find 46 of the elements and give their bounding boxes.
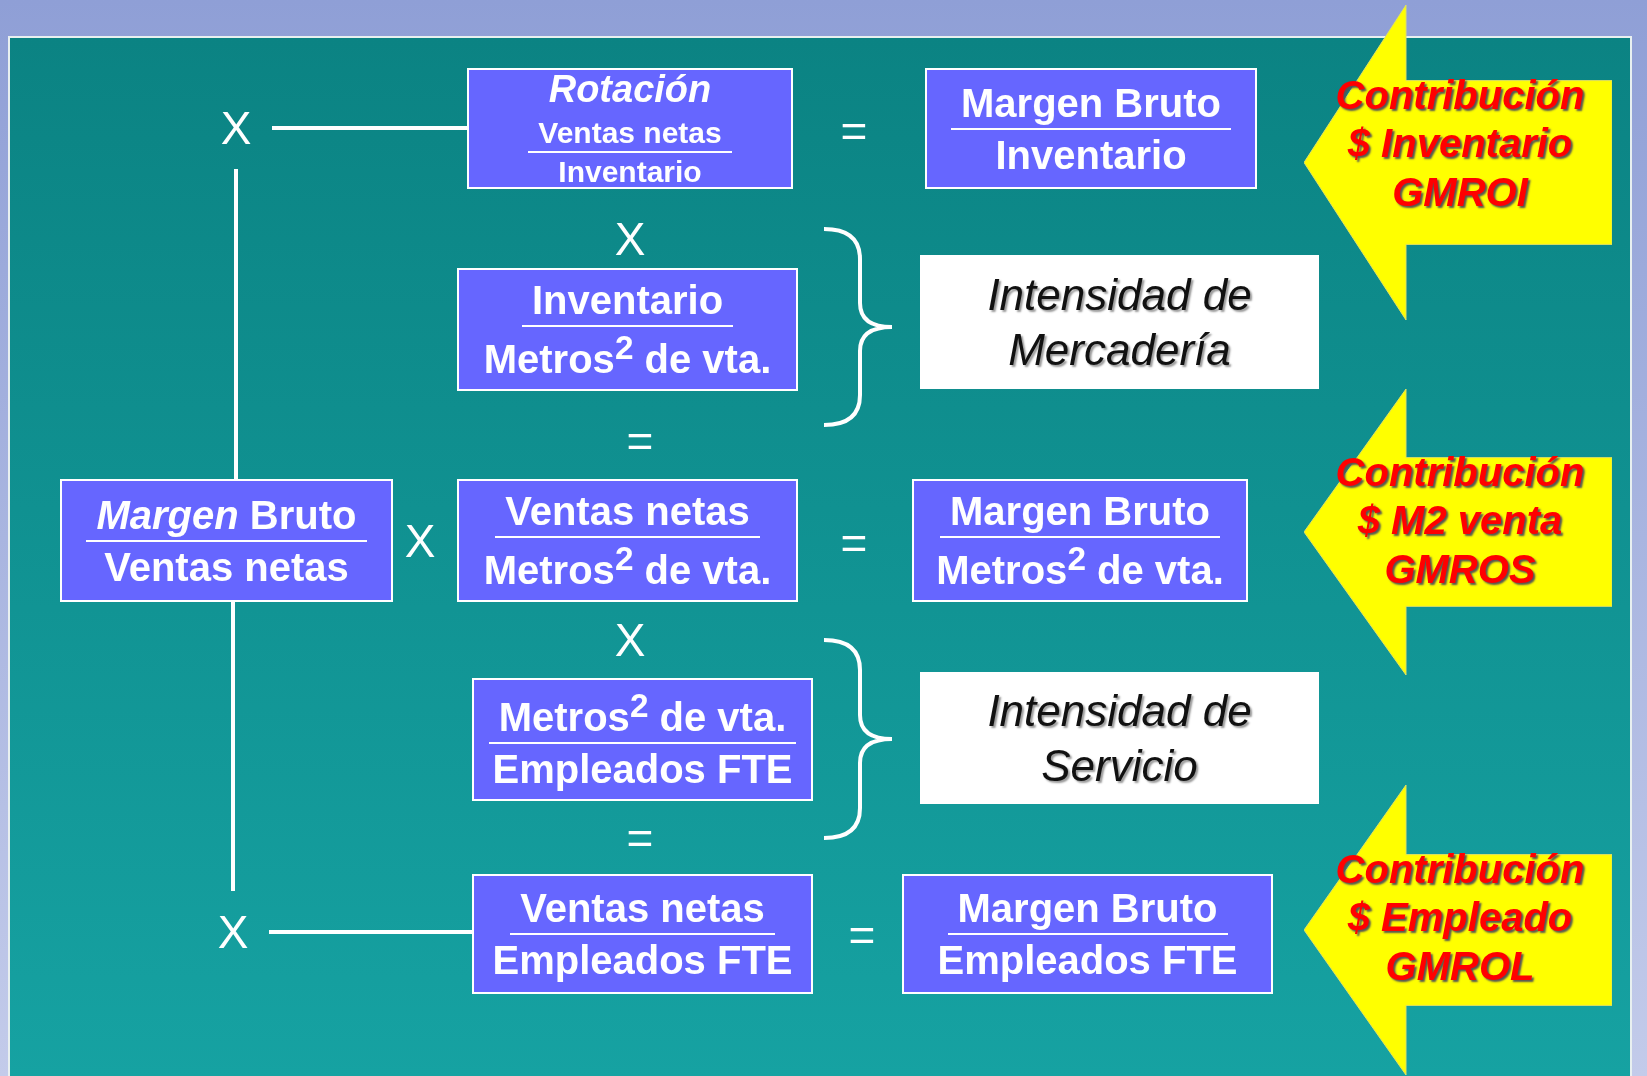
equals-sign: = bbox=[840, 520, 868, 566]
ratio-title: Rotación bbox=[548, 67, 712, 113]
fraction-numerator: Metros$^{2}$ de vta. bbox=[488, 684, 797, 745]
fraction-box bbox=[472, 874, 813, 994]
connector-line bbox=[272, 126, 467, 130]
fraction-box bbox=[457, 268, 798, 391]
fraction-box bbox=[902, 874, 1273, 994]
fraction-denominator: Metros$^{2}$ de vta. bbox=[483, 327, 772, 384]
equals-sign: = bbox=[626, 815, 654, 861]
equals-sign: = bbox=[848, 912, 876, 958]
multiplication-sign: X bbox=[219, 103, 253, 153]
fraction-numerator: Ventas netas bbox=[528, 113, 732, 154]
fraction-numerator: Margen Bruto bbox=[947, 883, 1228, 935]
multiplication-sign: X bbox=[614, 216, 646, 262]
fraction-box bbox=[467, 68, 793, 189]
fraction-denominator: Metros$^{2}$ de vta. bbox=[483, 538, 772, 595]
fraction-denominator: Empleados FTE bbox=[937, 937, 1238, 984]
multiplication-sign: X bbox=[404, 518, 436, 564]
fraction-denominator: Metros$^{2}$ de vta. bbox=[936, 538, 1224, 595]
fraction-box bbox=[472, 678, 813, 801]
fraction-denominator: Ventas netas bbox=[104, 543, 349, 591]
box-text: Intensidad de Mercadería bbox=[986, 269, 1253, 376]
connector-line bbox=[234, 169, 238, 479]
fraction-numerator: Ventas netas bbox=[510, 883, 775, 935]
fraction-denominator: Inventario bbox=[558, 154, 702, 191]
fraction-box bbox=[912, 479, 1248, 602]
equals-sign: = bbox=[840, 108, 868, 154]
fraction-box bbox=[60, 479, 393, 602]
label-box bbox=[920, 255, 1319, 389]
connector-line bbox=[269, 930, 472, 934]
label-box bbox=[920, 672, 1319, 804]
fraction-numerator: Margen Bruto bbox=[940, 485, 1220, 538]
fraction-box bbox=[925, 68, 1257, 189]
fraction-numerator: Ventas netas bbox=[495, 485, 760, 538]
connector-line bbox=[231, 602, 235, 891]
multiplication-sign: X bbox=[614, 617, 646, 663]
fraction-numerator: Margen Bruto bbox=[86, 489, 367, 542]
fraction-numerator: Margen Bruto bbox=[951, 77, 1231, 130]
equals-sign: = bbox=[626, 418, 654, 464]
multiplication-sign: X bbox=[216, 907, 250, 957]
fraction-denominator: Inventario bbox=[995, 131, 1187, 179]
fraction-denominator: Empleados FTE bbox=[492, 937, 793, 984]
fraction-denominator: Empleados FTE bbox=[492, 746, 793, 794]
fraction-numerator: Inventario bbox=[521, 274, 734, 327]
box-text: Intensidad de Servicio bbox=[986, 685, 1253, 792]
fraction-box bbox=[457, 479, 798, 602]
